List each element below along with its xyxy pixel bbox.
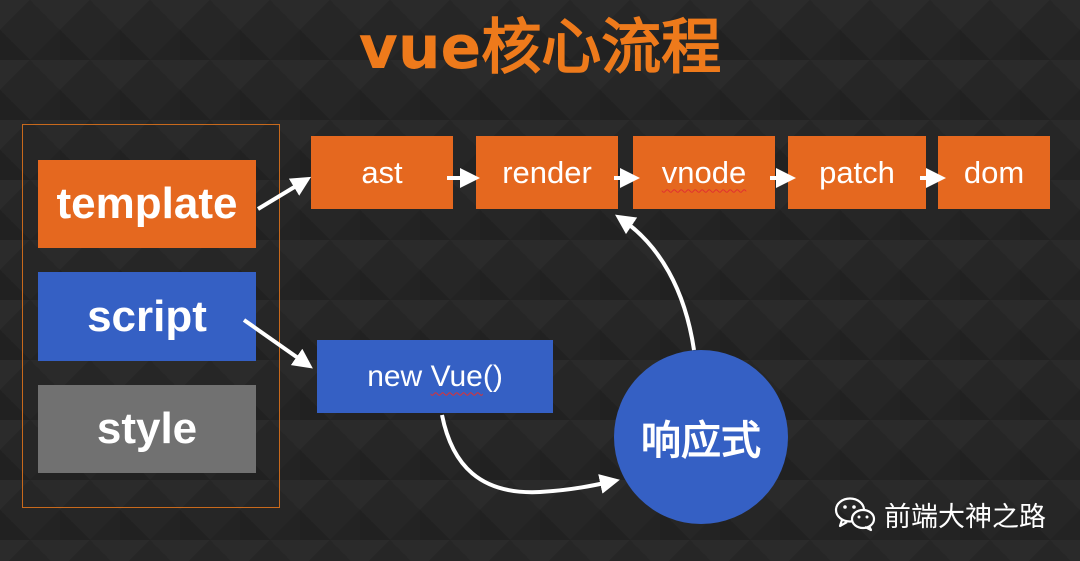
arrow-template-to-ast — [256, 176, 312, 211]
script-block: script — [38, 272, 256, 361]
new-vue-label-suffix: () — [482, 359, 503, 393]
wechat-icon — [834, 497, 876, 532]
new-vue-box: new Vue() — [317, 340, 553, 413]
reactive-circle: 响应式 — [614, 350, 788, 524]
arrow-reactive-to-render — [615, 214, 696, 351]
style-block: style — [38, 385, 256, 473]
page-title: vue核心流程 — [358, 13, 722, 83]
arrow-script-to-new-vue — [242, 318, 313, 369]
template-block: template — [38, 160, 256, 248]
pipeline-patch: patch — [788, 136, 926, 209]
arrow-new-vue-to-reactive — [440, 414, 620, 495]
pipeline-dom: dom — [938, 136, 1050, 209]
pipeline-vnode: vnode — [633, 136, 775, 209]
pipeline-render: render — [476, 136, 618, 209]
watermark: 前端大神之路 — [834, 492, 1046, 536]
new-vue-label-prefix: new — [367, 359, 431, 393]
pipeline-ast: ast — [311, 136, 453, 209]
pipeline-vnode-label: vnode — [661, 154, 747, 190]
sfc-frame — [22, 124, 280, 508]
new-vue-label: new Vue() — [367, 360, 503, 394]
watermark-text: 前端大神之路 — [884, 501, 1046, 533]
new-vue-label-vue: Vue — [430, 359, 483, 393]
